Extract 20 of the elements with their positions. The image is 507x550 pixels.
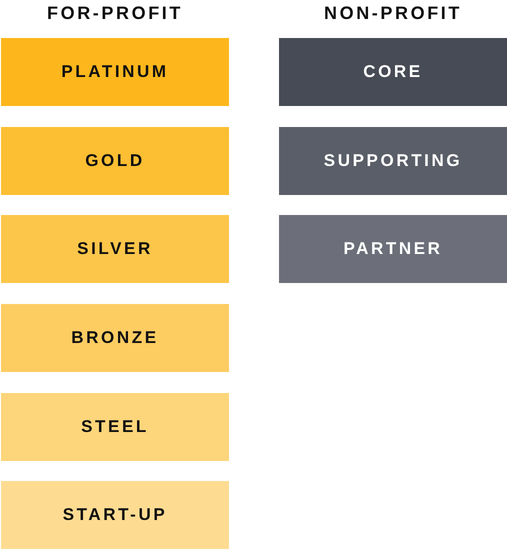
tier-box: [1, 38, 229, 106]
tier-name: GOLD: [85, 151, 145, 171]
tier-name: START-UP: [62, 505, 168, 525]
tier-name: PARTNER: [343, 239, 443, 259]
tier-name: PLATINUM: [61, 62, 169, 82]
column-heading: NON-PROFIT: [324, 3, 462, 23]
tier-box: [1, 304, 229, 372]
tier-box: [1, 481, 229, 549]
tier-box: [279, 38, 507, 106]
tier-box: [1, 127, 229, 195]
tier-box: [1, 215, 229, 283]
tier-name: STEEL: [81, 417, 149, 437]
tier-box: [1, 393, 229, 461]
tier-box: [279, 215, 507, 283]
tier-name: BRONZE: [71, 328, 159, 348]
tier-box: [279, 127, 507, 195]
tier-name: CORE: [363, 62, 423, 82]
tier-name: SUPPORTING: [324, 151, 462, 171]
column-heading: FOR-PROFIT: [47, 3, 183, 23]
tier-name: SILVER: [77, 239, 153, 259]
